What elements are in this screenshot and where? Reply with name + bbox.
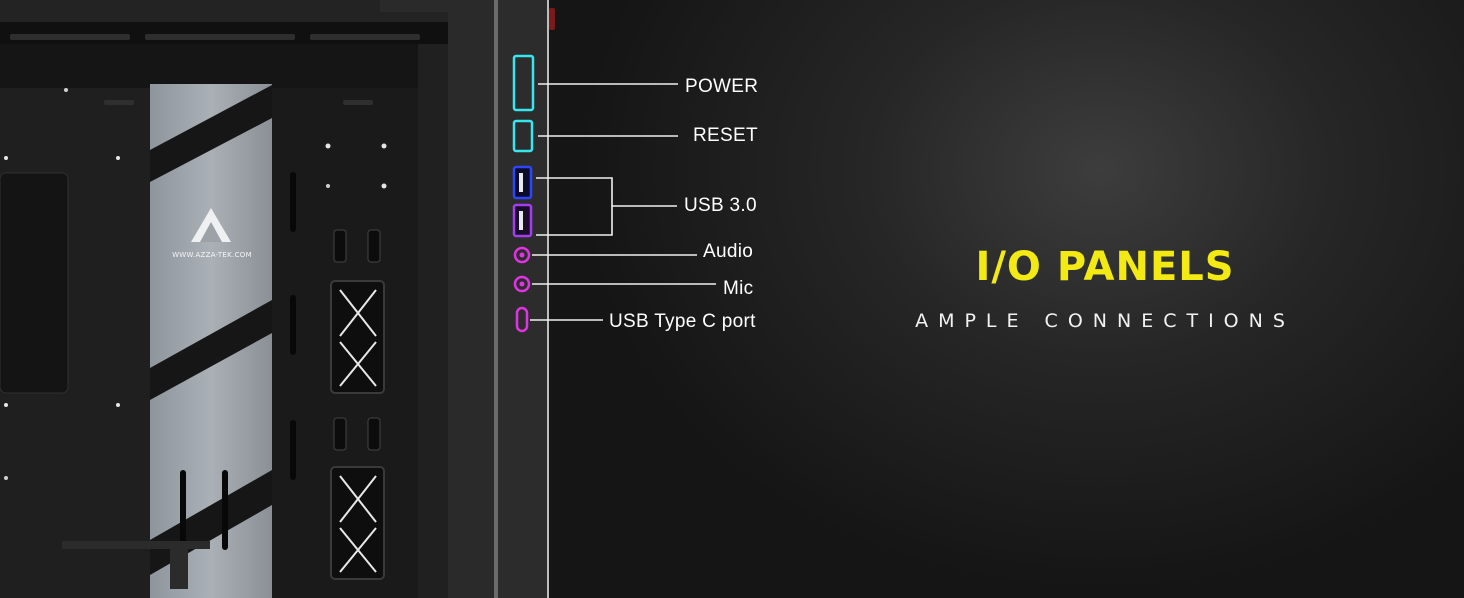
usb-c-port-icon xyxy=(515,306,529,333)
port-label-mic: Mic xyxy=(723,278,754,299)
audio-jack-icon xyxy=(513,246,531,264)
port-label-usb-c: USB Type C port xyxy=(609,311,756,332)
brand-url: WWW.AZZA-TEK.COM xyxy=(172,251,252,259)
port-label-usb3: USB 3.0 xyxy=(684,195,757,216)
pc-case-illustration xyxy=(0,0,555,598)
port-label-audio: Audio xyxy=(703,241,754,262)
port-label-power: POWER xyxy=(685,76,759,97)
tagline: AMPLE CONNECTIONS xyxy=(915,310,1295,332)
headline: I/O PANELS xyxy=(975,244,1235,290)
reset-button-icon xyxy=(512,119,534,153)
port-label-reset: RESET xyxy=(693,125,758,146)
power-button-icon xyxy=(512,54,535,112)
mic-jack-icon xyxy=(513,275,531,293)
